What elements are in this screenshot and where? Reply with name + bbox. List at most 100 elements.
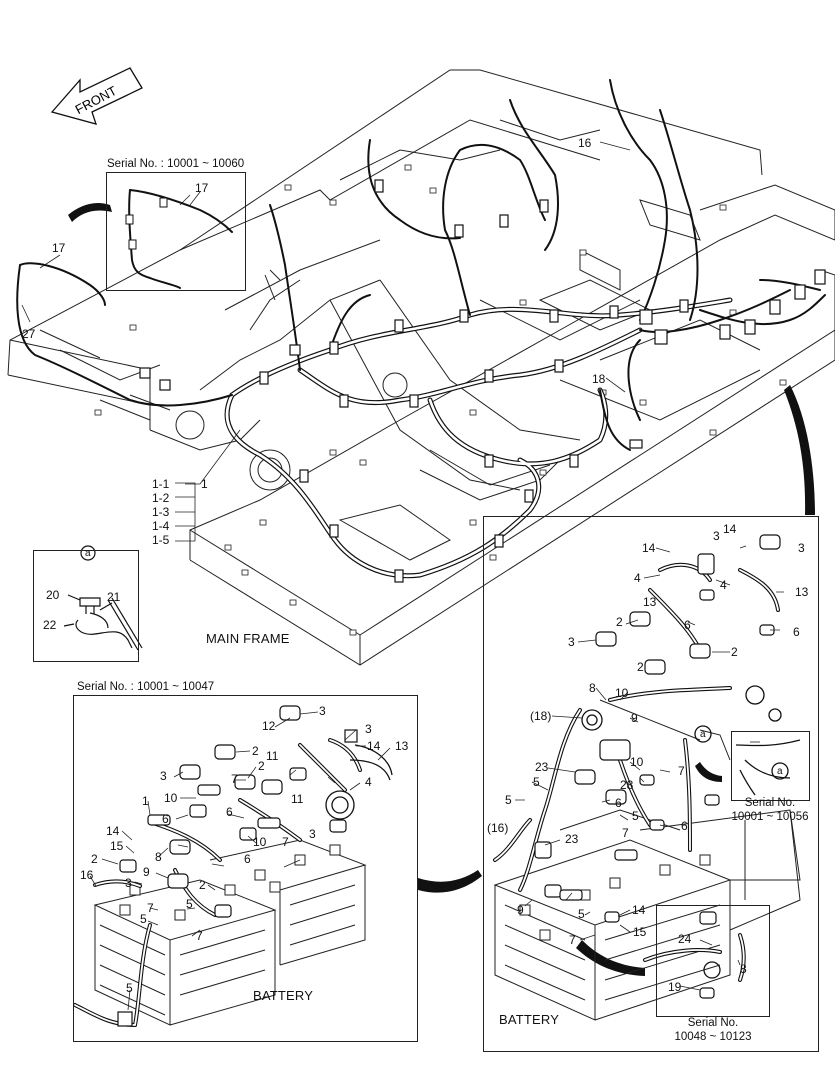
callout-3: 3 [798,541,805,555]
callout-14: 14 [723,522,737,536]
callout-5: 5 [578,907,585,921]
inset-marker-a: a [700,729,706,740]
group-1-2: 1-2 [152,491,170,505]
callout-18: (18) [530,709,552,723]
callout-13: 13 [395,739,409,753]
group-1-4: 1-4 [152,519,170,533]
group-1-5: 1-5 [152,533,170,547]
front-arrow-icon: FRONT [50,67,143,125]
callout-5: 5 [632,809,639,823]
callout-11: 11 [266,749,279,763]
callout-9: 9 [631,711,638,725]
callout-1: 1 [142,794,149,808]
callout-7: 7 [569,933,576,947]
callout-15: 15 [110,839,124,853]
serial-inset-top [106,172,246,291]
callout-4: 4 [365,775,372,789]
callout-3: 3 [160,769,167,783]
callout-5: 5 [186,897,193,911]
detail-a-marker: a [85,548,91,559]
callout-19: 19 [668,980,682,994]
callout-4: 4 [634,571,641,585]
callout-18: 18 [592,372,606,386]
callout-23: 23 [565,832,579,846]
battery-right-box [483,516,819,1052]
callout-24: 24 [678,932,692,946]
callout-3: 3 [713,529,720,543]
callout-7: 7 [196,929,203,943]
serial-right-small-line1: Serial No. [744,797,796,809]
callout-2: 2 [637,660,644,674]
callout-6: 6 [681,819,688,833]
callout-23: 23 [535,760,549,774]
callout-22: 22 [43,618,57,632]
serial-battery-left: Serial No. : 10001 ~ 10047 [77,681,215,693]
callout-3: 3 [319,704,326,718]
callout-13: 13 [643,595,657,609]
callout-20: 20 [46,588,60,602]
serial-inset-right-small [731,731,810,801]
callout-15: 15 [633,925,647,939]
callout-8: 8 [589,681,596,695]
callout-17-inset: 17 [195,181,209,195]
callout-3: 3 [568,635,575,649]
battery-right-caption: BATTERY [499,1012,560,1027]
callout-21: 21 [107,590,121,604]
callout-4: 4 [720,578,727,592]
callout-6: 6 [793,625,800,639]
callout-16: 16 [578,136,592,150]
callout-7: 7 [678,764,685,778]
callout-6: 6 [162,812,169,826]
callout-7: 7 [282,835,289,849]
callout-12: 12 [262,719,276,733]
callout-11: 11 [291,792,304,806]
serial-right-bottom-line2: 10048 ~ 10123 [674,1031,752,1043]
callout-16: 16 [80,868,94,882]
callout-16: (16) [487,821,509,835]
callout-6: 6 [684,618,691,632]
callout-14: 14 [367,739,381,753]
callout-27: 27 [22,327,36,341]
callout-5: 5 [505,793,512,807]
callout-2: 2 [616,615,623,629]
callout-3: 3 [125,876,132,890]
callout-28: 28 [620,778,634,792]
callout-7: 7 [147,901,154,915]
inset-marker-a-2: a [777,766,783,777]
callout-2: 2 [252,744,259,758]
callout-2: 2 [731,645,738,659]
serial-right-small-line2: 10001 ~ 10056 [731,811,809,823]
callout-5: 5 [533,775,540,789]
callout-7: 7 [231,772,238,786]
group-1-3: 1-3 [152,505,170,519]
callout-17: 17 [52,241,66,255]
callout-5: 5 [126,981,133,995]
callout-2: 2 [91,852,98,866]
callout-9: 9 [143,865,150,879]
callout-6: 6 [226,805,233,819]
serial-top-inset: Serial No. : 10001 ~ 10060 [107,158,245,170]
serial-inset-right-bottom [656,905,770,1017]
callout-9: 9 [517,903,524,917]
battery-left-box [73,695,418,1042]
callout-7: 7 [622,826,629,840]
callout-14: 14 [632,903,646,917]
callout-6: 6 [244,852,251,866]
battery-left-caption: BATTERY [253,988,314,1003]
callout-3: 3 [309,827,316,841]
callout-13: 13 [795,585,809,599]
callout-2: 2 [199,878,206,892]
detail-a-box [33,550,139,662]
callout-8: 8 [155,850,162,864]
callout-2: 2 [258,759,265,773]
callout-10: 10 [253,835,267,849]
callout-8: 8 [740,962,747,976]
callout-3: 3 [365,722,372,736]
main-frame-caption: MAIN FRAME [206,631,290,646]
serial-right-bottom-line1: Serial No. [687,1017,739,1029]
callout-14: 14 [642,541,656,555]
callout-10: 10 [630,755,644,769]
callout-1: 1 [201,477,208,491]
